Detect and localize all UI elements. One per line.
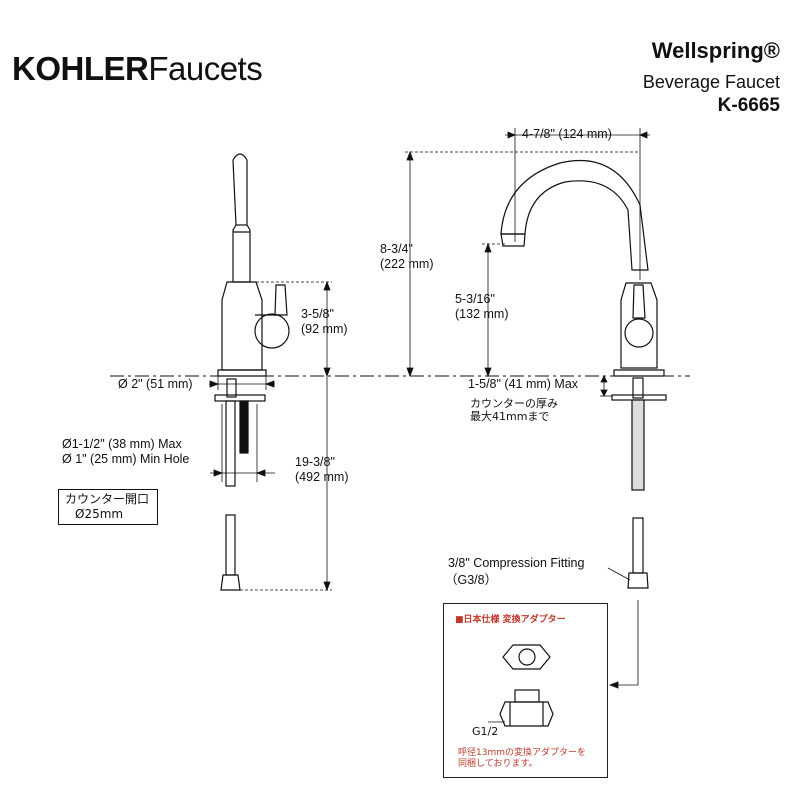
brand-name-bold: KOHLER <box>12 50 149 87</box>
adapter-inset <box>443 603 608 778</box>
right-spout-tip <box>500 233 526 247</box>
left-rod <box>239 400 249 454</box>
left-supply-tube <box>225 400 236 487</box>
adapter-note-2: 同梱しております。 <box>458 759 538 769</box>
adapter-body <box>499 701 554 727</box>
dim-overall-height: 8-3/4" (222 mm) <box>380 242 433 272</box>
left-handle-knob <box>254 313 290 349</box>
right-handle <box>632 284 646 319</box>
dim-handle-height-in: 3-5/8" <box>301 307 334 321</box>
dim-supply-length: 19-3/8" (492 mm) <box>295 455 348 485</box>
right-spout <box>500 159 649 271</box>
dim-spout-height: 5-3/16" (132 mm) <box>455 292 508 322</box>
dim-counter-thickness-jp: カウンターの厚み 最大41mmまで <box>470 397 558 423</box>
left-fitting <box>220 574 241 591</box>
dim-overall-height-mm: (222 mm) <box>380 257 434 271</box>
right-fitting <box>627 572 649 589</box>
left-supply-tube-lower <box>225 514 236 576</box>
adapter-bore <box>518 648 536 666</box>
left-nut <box>214 394 266 402</box>
counter-opening-size: Ø25mm <box>75 507 124 521</box>
right-supply <box>631 399 645 491</box>
brand-name-light: Faucets <box>148 50 263 87</box>
counter-thickness-jp-1: カウンターの厚み <box>470 397 558 410</box>
counter-thickness-jp-2: 最大41mmまで <box>470 410 550 423</box>
right-base <box>613 369 665 377</box>
dim-hole-min: Ø 1" (25 mm) Min Hole <box>62 452 190 466</box>
dim-supply-length-in: 19-3/8" <box>295 455 335 469</box>
dim-hole-size: Ø1-1/2" (38 mm) Max Ø 1" (25 mm) Min Hol… <box>62 437 189 467</box>
dim-base-diameter: Ø 2" (51 mm) <box>118 377 193 391</box>
left-base <box>217 369 267 377</box>
dim-fitting: 3/8" Compression Fitting <box>448 556 585 570</box>
product-title: Wellspring® <box>651 38 780 63</box>
right-body <box>620 282 658 369</box>
adapter-note: 呼径13mmの変換アダプターを 同梱しております。 <box>458 748 586 770</box>
dim-spout-height-mm: (132 mm) <box>455 307 509 321</box>
dim-hole-max: Ø1-1/2" (38 mm) Max <box>62 437 182 451</box>
dim-handle-height: 3-5/8" (92 mm) <box>301 307 348 337</box>
right-handle-knob <box>624 318 654 348</box>
dim-fitting-jp: （G3/8） <box>445 573 498 587</box>
dim-spout-reach: 4-7/8" (124 mm) <box>522 127 612 141</box>
left-handle <box>274 284 288 316</box>
dim-counter-thickness: 1-5/8" (41 mm) Max <box>468 377 579 391</box>
counter-opening-box: カウンター開口 Ø25mm <box>58 489 158 525</box>
product-model: K-6665 <box>717 95 780 116</box>
product-subtitle: Beverage Faucet <box>642 72 780 92</box>
adapter-thread-label: G1/2 <box>472 725 499 738</box>
adapter-note-1: 呼径13mmの変換アダプターを <box>458 748 586 758</box>
adapter-hex-top <box>502 644 551 670</box>
dim-overall-height-in: 8-3/4" <box>380 242 413 256</box>
adapter-inset-title: ■日本仕様 変換アダプター <box>455 615 566 625</box>
left-spout <box>232 153 251 283</box>
right-supply-lower <box>632 517 644 574</box>
brand-logo: KOHLERFaucets <box>12 50 263 88</box>
left-shank <box>226 378 237 398</box>
dim-supply-length-mm: (492 mm) <box>295 470 349 484</box>
dim-spout-height-in: 5-3/16" <box>455 292 495 306</box>
dim-handle-height-mm: (92 mm) <box>301 322 348 336</box>
counter-opening-label: カウンター開口 <box>65 492 150 506</box>
right-shank <box>632 377 644 399</box>
